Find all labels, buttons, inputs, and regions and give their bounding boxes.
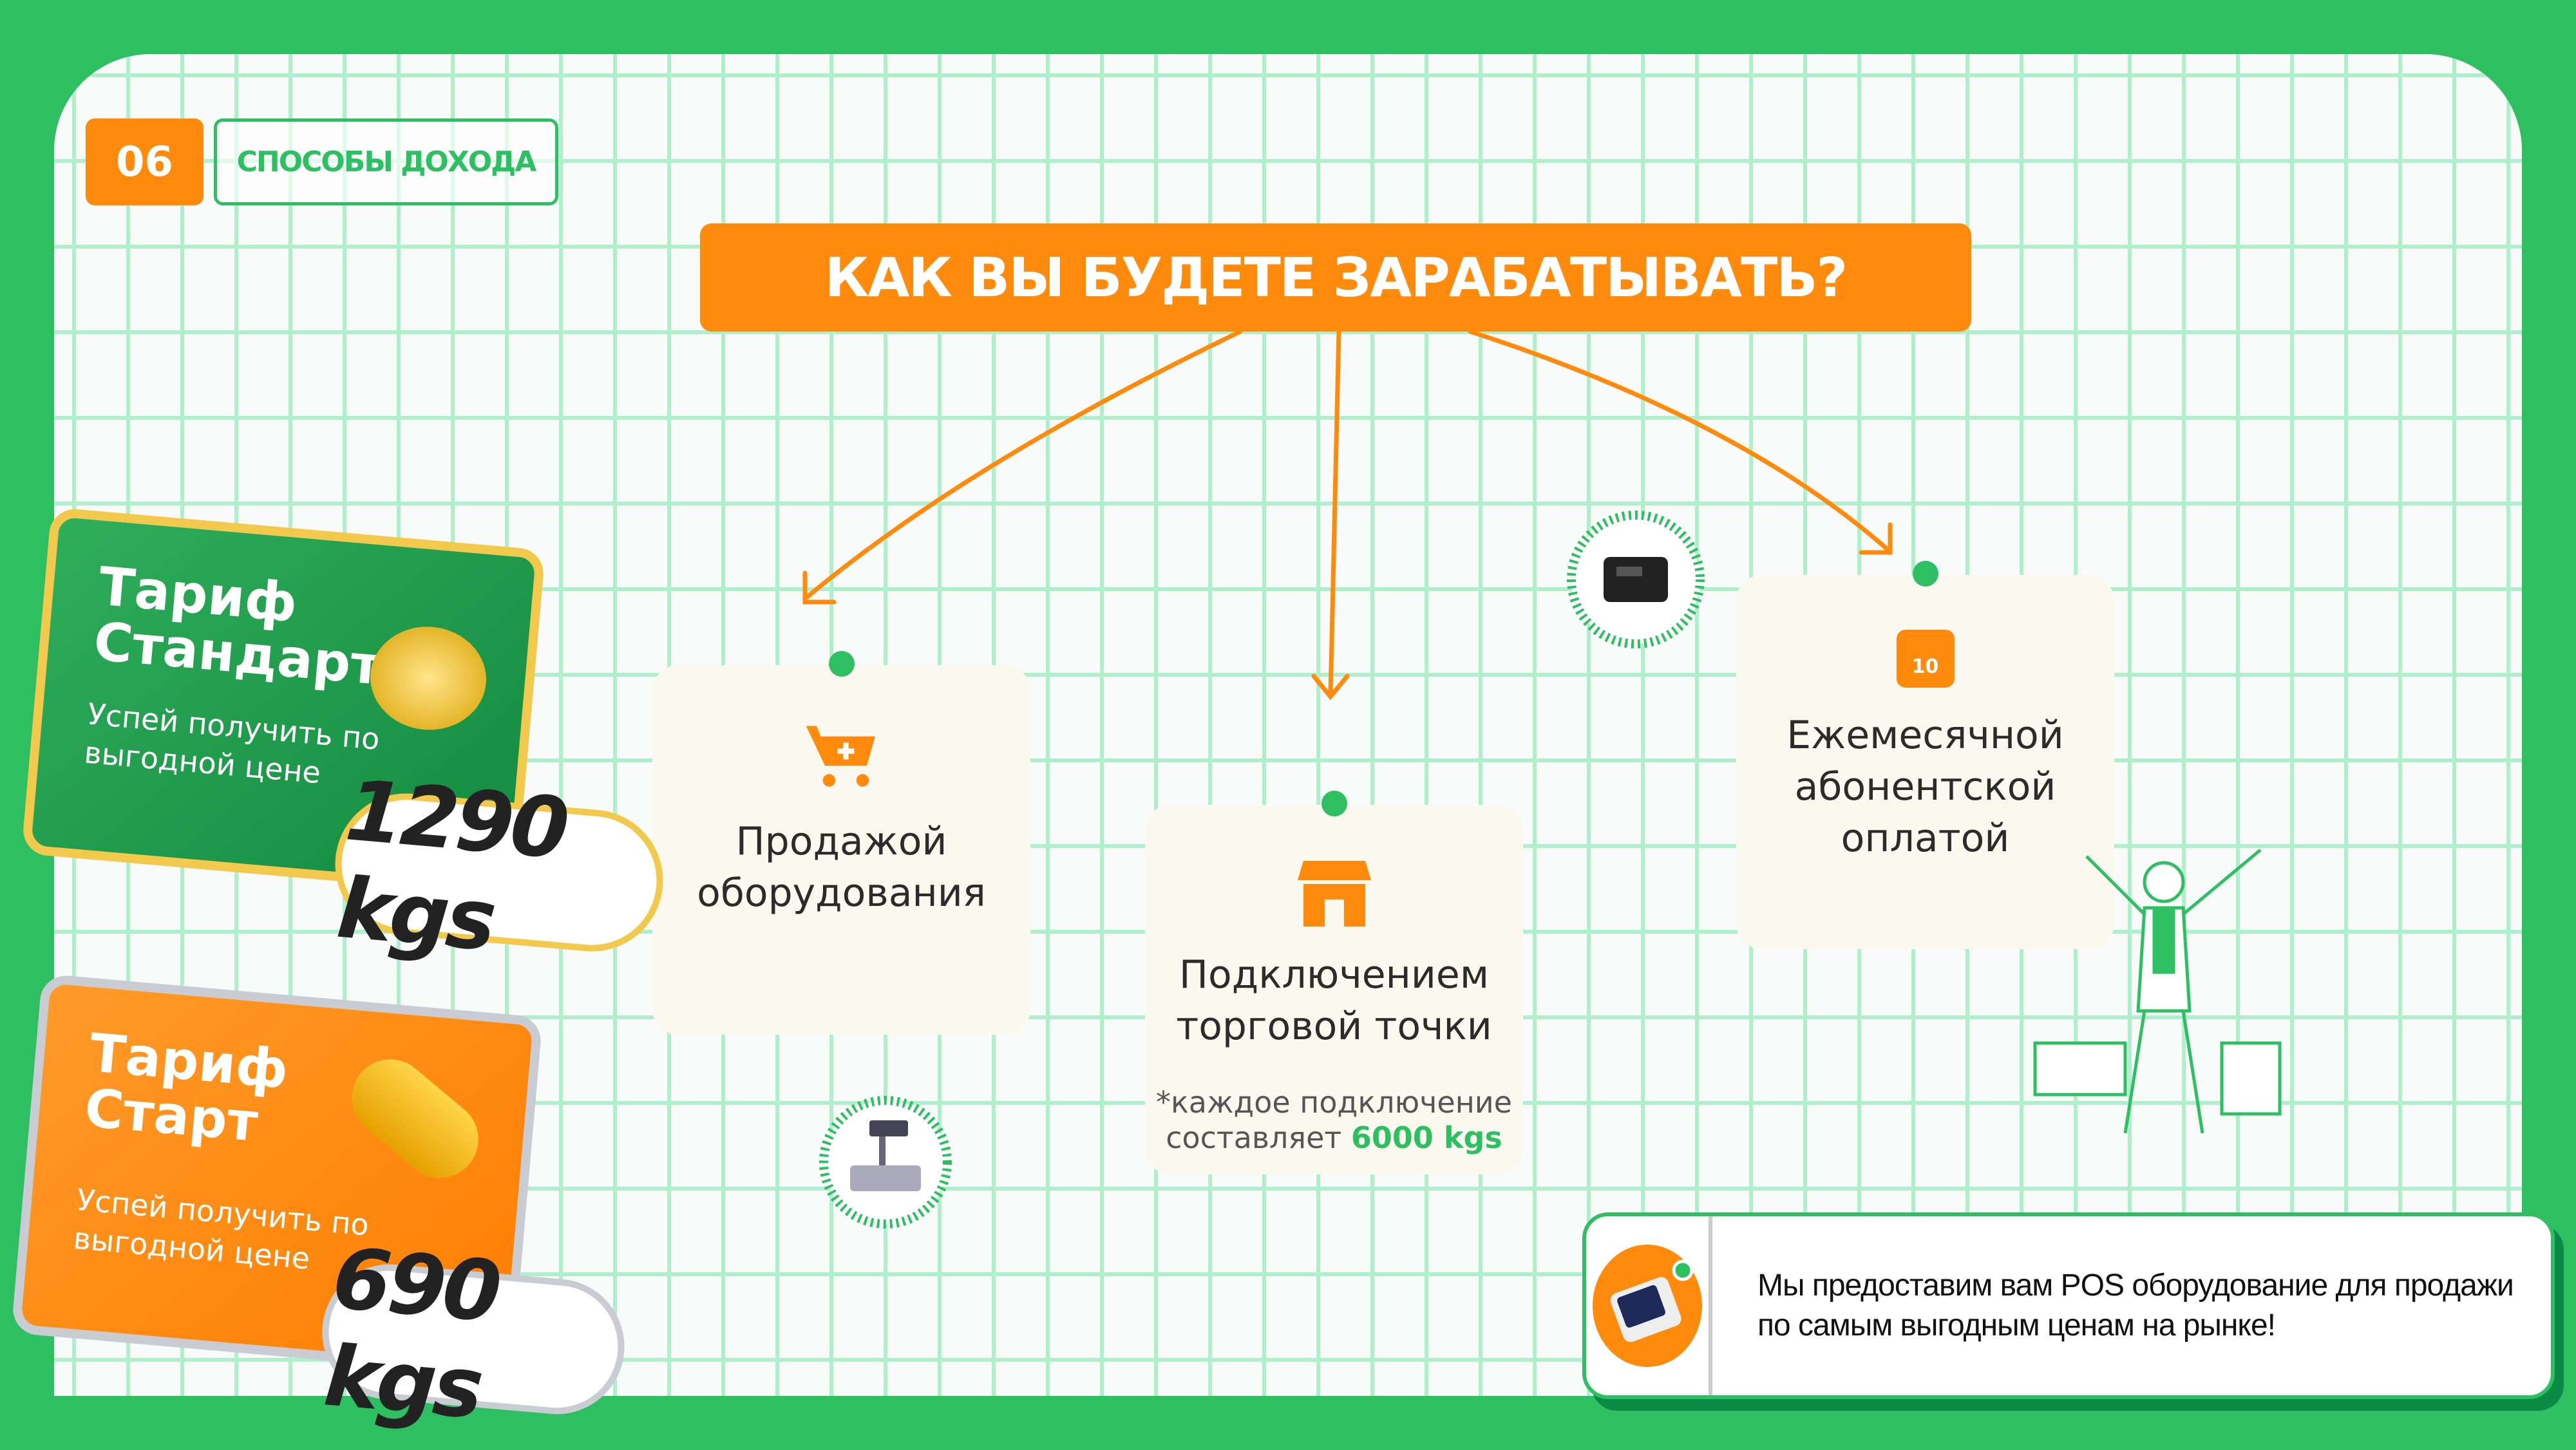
info-text: Мы предоставим вам POS оборудование для … xyxy=(1757,1268,2514,1342)
way-card-connection: Подключением торговой точки *каждое подк… xyxy=(1145,791,1523,1174)
calendar-icon: 10 xyxy=(1896,630,1955,688)
pos-device-icon xyxy=(1586,1216,1712,1395)
pos-terminal-icon xyxy=(1567,511,1705,648)
tariff-name: Тариф Старт xyxy=(82,1022,291,1154)
green-dot xyxy=(828,651,855,677)
key-icon xyxy=(336,1043,495,1194)
section-label: СПОСОБЫ ДОХОДА xyxy=(214,118,558,205)
price-standard: 1290 kgs xyxy=(329,761,669,970)
arrow-center xyxy=(1328,329,1341,698)
way-text: Продажой оборудования xyxy=(697,819,986,916)
tariff-subtitle: Успей получить по выгодной цене xyxy=(71,1182,370,1276)
price-start: 690 kgs xyxy=(316,1229,630,1438)
green-dot xyxy=(1321,791,1347,816)
page-title: КАК ВЫ БУДЕТЕ ЗАРАБАТЫВАТЬ? xyxy=(700,223,1971,332)
happy-man-illustration xyxy=(2033,849,2282,1134)
cart-icon xyxy=(806,726,875,787)
section-number: 06 xyxy=(86,118,204,205)
arrow-left xyxy=(802,329,1243,601)
way-note: *каждое подключение составляет 6000 kgs xyxy=(1156,1084,1512,1155)
arrow-right xyxy=(1468,329,1891,553)
green-dot xyxy=(1912,561,1938,587)
info-banner: Мы предоставим вам POS оборудование для … xyxy=(1582,1212,2555,1399)
way-card-equipment: Продажой оборудования xyxy=(652,651,1030,1035)
tariff-subtitle: Успей получить по выгодной цене xyxy=(82,696,381,791)
store-icon xyxy=(1297,861,1371,927)
way-text: Подключением торговой точки xyxy=(1176,952,1492,1049)
way-card-subscription: 10 Ежемесячной абонентской оплатой xyxy=(1736,561,2114,949)
way-text: Ежемесячной абонентской оплатой xyxy=(1786,713,2064,861)
scale-icon xyxy=(819,1096,952,1229)
